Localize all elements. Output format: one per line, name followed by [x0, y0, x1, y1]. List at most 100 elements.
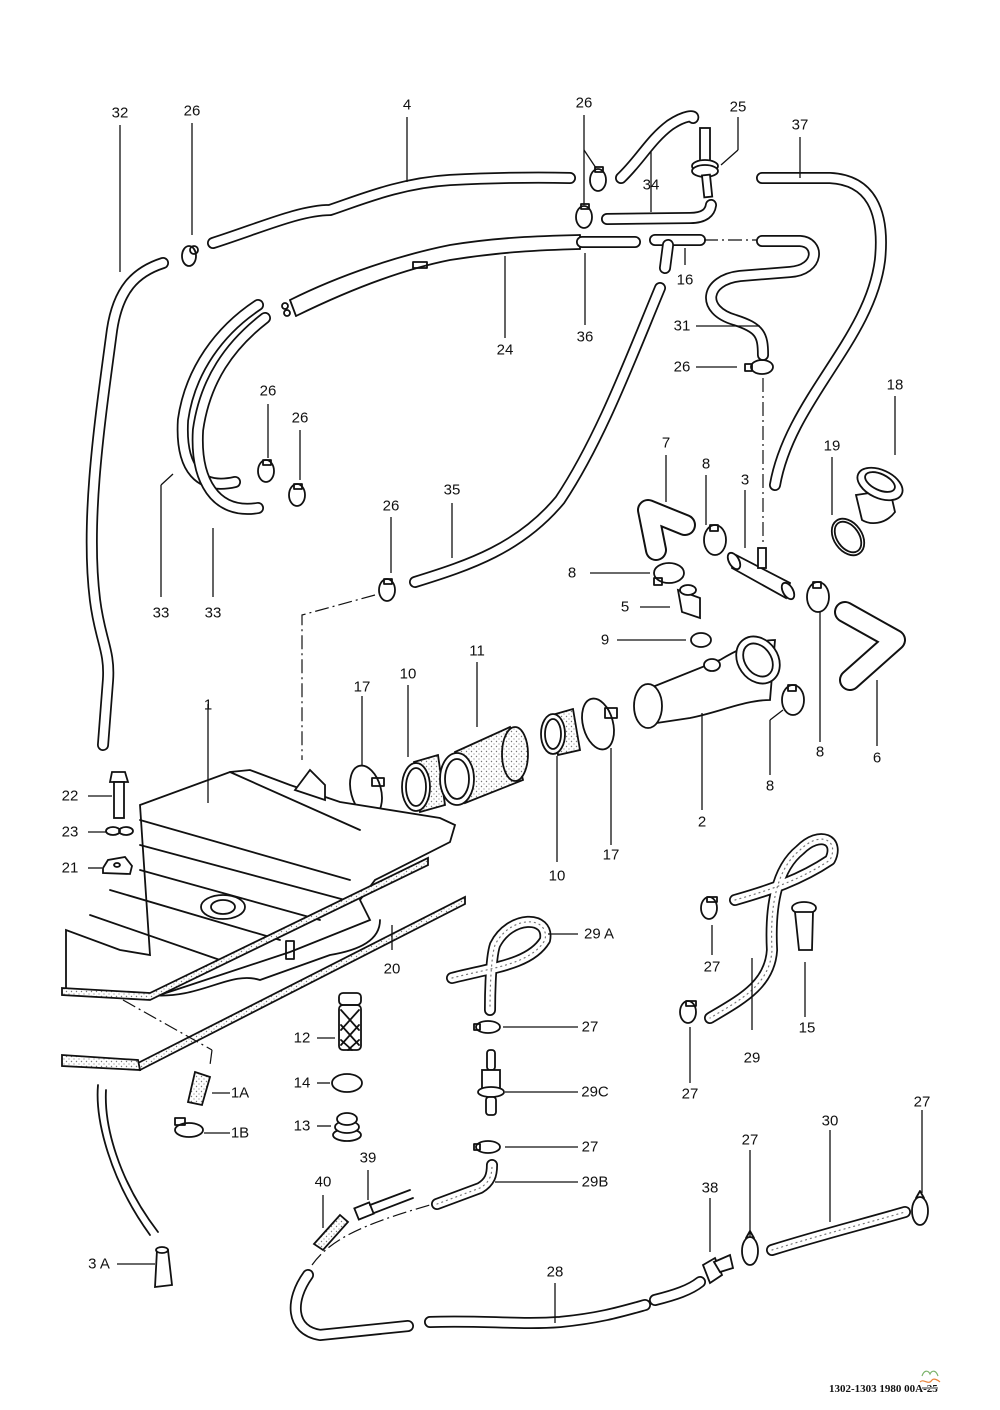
watermark-logo-icon	[919, 1370, 941, 1389]
part-21-bracket	[102, 856, 133, 875]
part-11-pipe	[439, 725, 529, 806]
part-29B-hose	[431, 1159, 498, 1210]
callout-1: 1	[203, 696, 213, 714]
connection-line	[122, 999, 213, 1051]
part-1-fuel-tank	[65, 768, 457, 999]
part-6-hose	[834, 601, 906, 691]
part-19-seal	[830, 517, 866, 557]
part-10-sleeve	[540, 707, 582, 757]
part-8-clip	[806, 581, 830, 613]
callout-8: 8	[815, 743, 825, 761]
part-26-clip	[589, 166, 607, 192]
callout-29B: 29B	[581, 1173, 609, 1191]
part-26-clip	[288, 483, 306, 507]
callout-8: 8	[765, 777, 775, 795]
callout-26: 26	[291, 409, 309, 427]
part-39-pipe	[353, 1189, 414, 1221]
callout-26: 26	[259, 382, 277, 400]
callout-19: 19	[823, 437, 841, 455]
callout-27: 27	[581, 1018, 599, 1036]
callout-40: 40	[314, 1173, 332, 1191]
part-30-hose	[766, 1206, 911, 1256]
callout-3: 3	[740, 471, 750, 489]
callout-15: 15	[798, 1019, 816, 1037]
callout-17: 17	[602, 846, 620, 864]
part-3A-grommet	[154, 1246, 173, 1289]
callout-36: 36	[576, 328, 594, 346]
callout-1A: 1A	[230, 1084, 250, 1102]
callout-31: 31	[673, 317, 691, 335]
callout-32: 32	[111, 104, 129, 122]
part-26-clip	[181, 245, 199, 267]
part-16-t-piece	[649, 234, 706, 274]
part-14-o-ring	[331, 1073, 363, 1093]
part-3A-drain-hose	[96, 1084, 159, 1236]
part-32-vent-hose	[85, 257, 169, 751]
part-5-fitting	[676, 584, 701, 620]
callout-26: 26	[673, 358, 691, 376]
callout-27: 27	[681, 1085, 699, 1103]
part-26-clip	[744, 359, 774, 375]
callout-18: 18	[886, 376, 904, 394]
callout-28: 28	[546, 1263, 564, 1281]
callout-23: 23	[61, 823, 79, 841]
callout-39: 39	[359, 1149, 377, 1167]
part-18-filler-cap	[854, 466, 904, 524]
part-33-hoses	[176, 299, 271, 515]
part-8-clip	[703, 524, 727, 556]
callout-24: 24	[496, 341, 514, 359]
callout-29A: 29 A	[583, 925, 615, 943]
part-29A-loop-hose	[446, 915, 552, 1016]
callout-6: 6	[872, 749, 882, 767]
callout-1B: 1B	[230, 1124, 250, 1142]
callout-10: 10	[548, 867, 566, 885]
callout-12: 12	[293, 1029, 311, 1047]
part-27-clip	[473, 1020, 501, 1034]
part-17-hose-clamp	[581, 697, 618, 751]
part-37-hose	[756, 172, 887, 491]
part-15-grommet	[791, 901, 817, 951]
callout-34: 34	[642, 176, 660, 194]
part-27-clip	[473, 1140, 501, 1154]
callout-8: 8	[701, 455, 711, 473]
callout-29C: 29C	[581, 1083, 609, 1101]
callout-9: 9	[600, 631, 610, 649]
callout-20: 20	[383, 960, 401, 978]
part-4-hose	[207, 171, 576, 249]
callout-22: 22	[61, 787, 79, 805]
callout-35: 35	[443, 481, 461, 499]
part-8-clip	[781, 684, 805, 716]
diagram-reference-code: 1302-1303 1980 00A-25	[829, 1383, 938, 1395]
part-24-vent-hose	[281, 234, 581, 317]
part-1B-clamp	[174, 1117, 204, 1138]
part-8-clip	[653, 562, 685, 586]
part-7-elbow-hose	[637, 499, 696, 561]
callout-17: 17	[353, 678, 371, 696]
part-10-sleeve	[401, 753, 447, 814]
part-28-hose	[289, 1269, 706, 1341]
callout-4: 4	[402, 96, 412, 114]
callout-27: 27	[581, 1138, 599, 1156]
connection-line	[301, 594, 376, 760]
leader-lines	[88, 115, 923, 1323]
callout-26: 26	[382, 497, 400, 515]
part-40-hose-piece	[312, 1213, 350, 1252]
callout-5: 5	[620, 598, 630, 616]
callout-26: 26	[575, 94, 593, 112]
part-26-clip	[575, 203, 593, 229]
callout-37: 37	[791, 116, 809, 134]
callout-33: 33	[204, 604, 222, 622]
part-35-hose	[409, 282, 666, 588]
part-3-t-piece	[726, 547, 796, 601]
callout-10: 10	[399, 665, 417, 683]
part-26-clip	[257, 459, 275, 483]
callout-14: 14	[293, 1074, 311, 1092]
callout-33: 33	[152, 604, 170, 622]
callout-30: 30	[821, 1112, 839, 1130]
part-20-insulation-strip	[61, 856, 466, 1072]
callout-7: 7	[661, 434, 671, 452]
callout-29: 29	[743, 1049, 761, 1067]
part-13-plug	[332, 1112, 362, 1142]
callout-27: 27	[703, 958, 721, 976]
